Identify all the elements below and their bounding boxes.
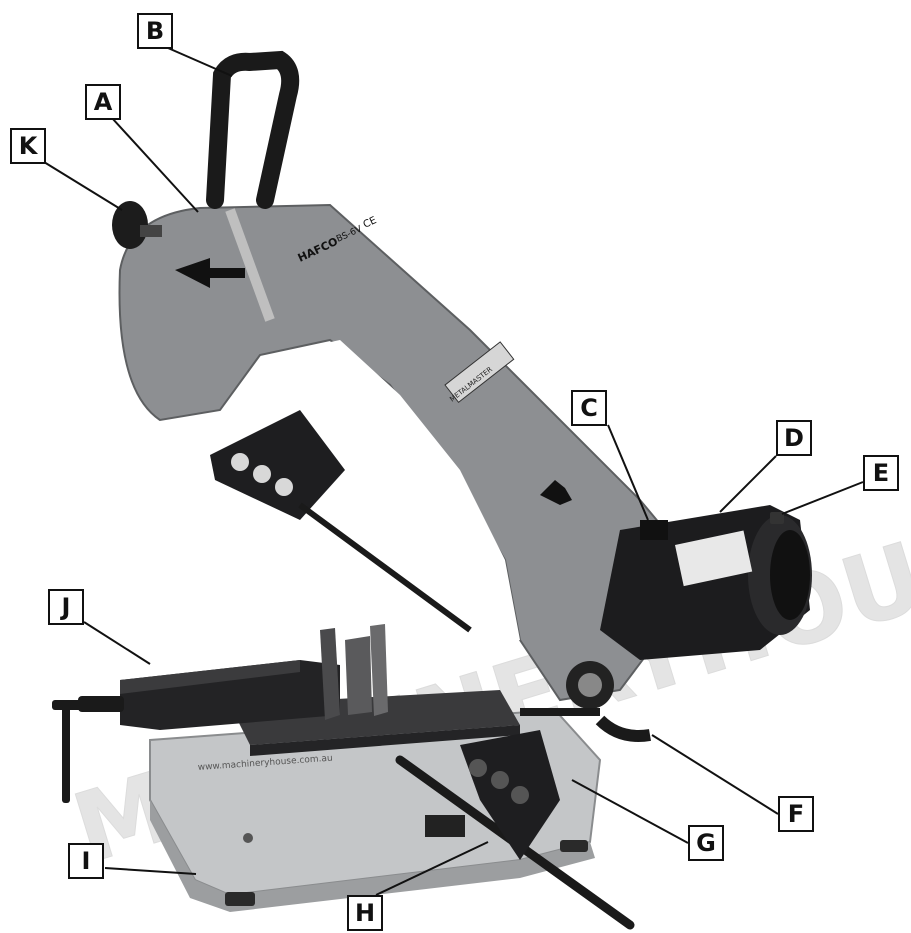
callout-f: F — [778, 796, 814, 832]
handle — [206, 50, 300, 322]
callout-k: K — [10, 128, 46, 164]
callout-d: D — [776, 420, 812, 456]
callout-j: J — [48, 589, 84, 625]
callout-g: G — [688, 825, 724, 861]
callout-h: H — [347, 895, 383, 931]
blade-guard — [210, 410, 472, 633]
pivot-assembly — [520, 661, 651, 742]
callout-b: B — [137, 13, 173, 49]
saw-frame: HAFCO BS-6V CE METALMASTER — [118, 203, 692, 702]
callout-a: A — [85, 84, 121, 120]
leader-lines — [43, 47, 864, 896]
vice — [52, 624, 388, 803]
length-stop — [395, 730, 635, 930]
callout-c: C — [571, 390, 607, 426]
tension-knob — [112, 201, 162, 249]
motor — [600, 505, 812, 660]
ce-text: CE — [362, 215, 379, 231]
callout-e: E — [863, 455, 899, 491]
callout-i: I — [68, 843, 104, 879]
